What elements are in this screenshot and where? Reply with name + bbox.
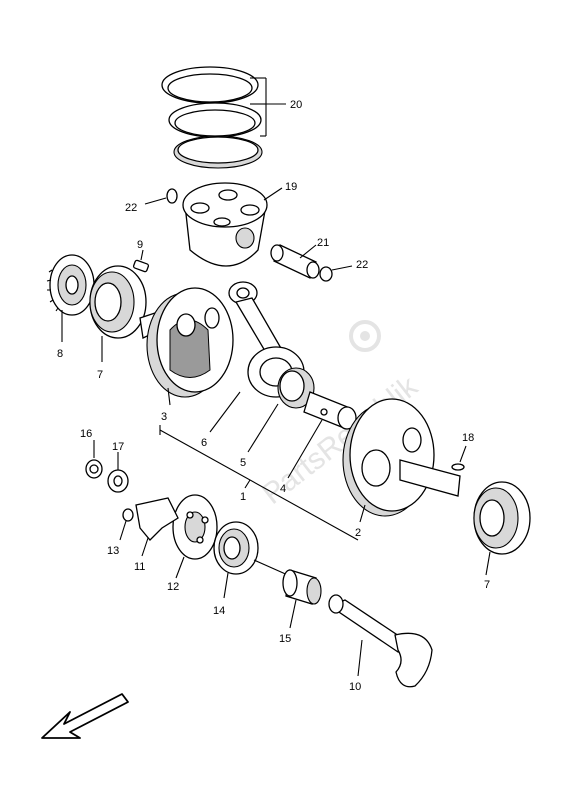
callout-labels: 20 19 22 9 21 22 8 7 3 6 16 17 5 18 4 1 … [57, 99, 490, 693]
callout-13: 13 [107, 545, 119, 557]
callout-7-left: 7 [97, 369, 103, 381]
callout-6: 6 [201, 437, 207, 449]
callout-17: 17 [112, 441, 124, 453]
callout-3: 3 [161, 411, 167, 423]
piston-rings [161, 66, 263, 169]
balancer-shaft [328, 594, 433, 688]
woodruff-key-top [132, 249, 150, 273]
nut [85, 440, 103, 479]
big-end-bearing [247, 367, 315, 453]
callout-21: 21 [317, 237, 329, 249]
callout-20: 20 [290, 99, 302, 111]
crankshaft-assembly-bracket [159, 425, 359, 541]
main-bearing-left [89, 265, 147, 362]
needle-bearing [282, 569, 322, 629]
piston [182, 182, 283, 267]
callout-4: 4 [280, 483, 286, 495]
callout-10: 10 [349, 681, 361, 693]
callout-11: 11 [134, 561, 145, 573]
crank-pin [287, 391, 357, 479]
piston-pin [270, 244, 320, 279]
leader-lines-20 [250, 77, 286, 137]
callout-14: 14 [213, 605, 225, 617]
callout-15: 15 [279, 633, 291, 645]
balancer-bearing [213, 521, 291, 599]
callout-9: 9 [137, 239, 143, 251]
callout-16: 16 [80, 428, 92, 440]
callout-7-right: 7 [484, 579, 490, 591]
circlip-right [319, 265, 353, 282]
callout-12: 12 [167, 581, 179, 593]
callout-22-left: 22 [125, 202, 137, 214]
watermark-gear-icon [349, 320, 381, 352]
crank-web-left [139, 287, 234, 406]
lock-washer [107, 452, 129, 493]
main-bearing-right [473, 481, 531, 576]
callout-1: 1 [240, 491, 246, 503]
callout-5: 5 [240, 457, 246, 469]
callout-18: 18 [462, 432, 474, 444]
lock-plate [135, 497, 179, 557]
callout-2: 2 [355, 527, 361, 539]
callout-22-right: 22 [356, 259, 368, 271]
bolt [119, 508, 134, 541]
circlip-left [144, 188, 178, 205]
callout-19: 19 [285, 181, 297, 193]
timing-sprocket [46, 254, 95, 342]
woodruff-key-right [451, 445, 467, 471]
balancer-drive-gear [172, 494, 218, 579]
front-direction-arrow-icon [41, 693, 129, 739]
callout-8: 8 [57, 348, 63, 360]
crank-web-right [342, 398, 461, 523]
